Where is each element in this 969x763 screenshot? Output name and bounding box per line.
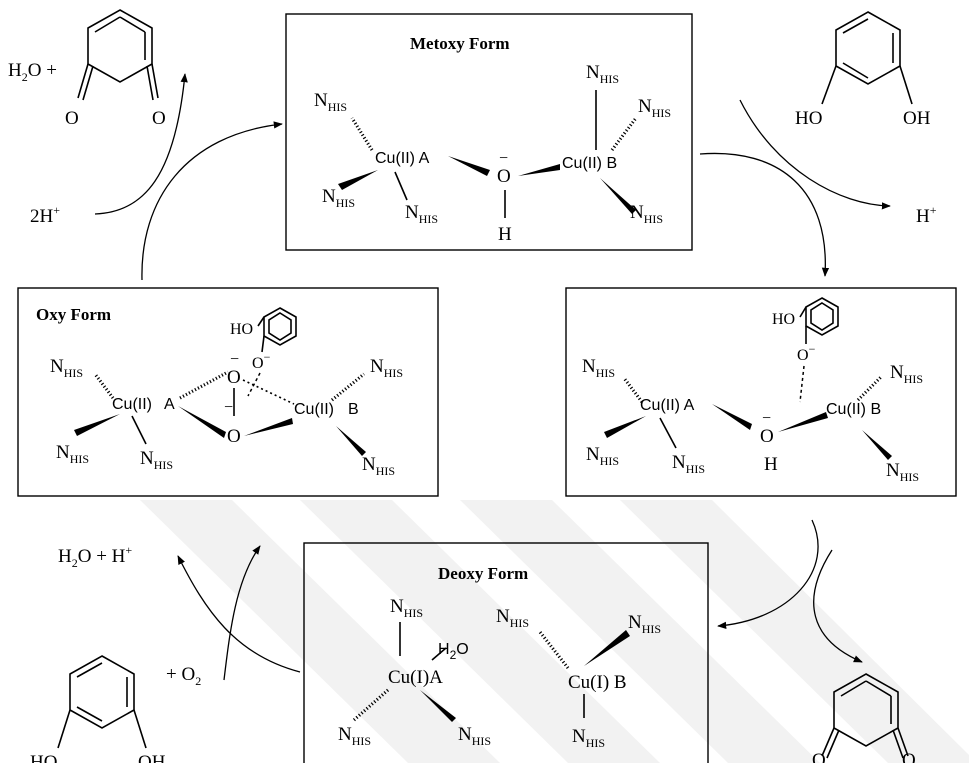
svg-text:NHIS: NHIS xyxy=(322,186,355,210)
svg-text:NHIS: NHIS xyxy=(582,356,615,380)
svg-text:NHIS: NHIS xyxy=(886,460,919,484)
arrow-metoxy-to-complex xyxy=(699,152,830,277)
quinone-product-top: H2O + O O xyxy=(8,9,166,129)
arrow-complex-to-deoxy xyxy=(717,519,819,629)
svg-text:Cu(II) B: Cu(II) B xyxy=(562,155,617,172)
svg-text:Cu(II): Cu(II) xyxy=(112,396,152,413)
arrow-release-quinone xyxy=(813,549,863,663)
svg-text:NHIS: NHIS xyxy=(390,596,423,620)
substrate-complex-box xyxy=(565,287,957,497)
catechol-substrate-top: HO OH xyxy=(795,11,931,129)
quinone-product-bottom: O O xyxy=(812,673,916,763)
svg-text:NHIS: NHIS xyxy=(628,612,661,636)
svg-text:NHIS: NHIS xyxy=(458,724,491,748)
svg-text:Cu(I) B: Cu(I) B xyxy=(568,672,627,693)
svg-text:O: O xyxy=(902,750,916,763)
svg-text:O: O xyxy=(812,750,826,763)
substrate-complex-structure: HO O− NHIS Cu(II) A NHIS NHIS O − H Cu(I… xyxy=(582,297,923,484)
svg-text:NHIS: NHIS xyxy=(890,362,923,386)
svg-text:−: − xyxy=(499,150,508,167)
svg-text:NHIS: NHIS xyxy=(56,442,89,466)
svg-text:H: H xyxy=(498,224,512,245)
svg-text:NHIS: NHIS xyxy=(572,726,605,750)
svg-text:Cu(II) A: Cu(II) A xyxy=(640,397,695,414)
svg-text:NHIS: NHIS xyxy=(405,202,438,226)
svg-text:A: A xyxy=(164,396,175,413)
proton-label: H+ xyxy=(916,203,937,227)
catechol-substrate-bottom: HO OH xyxy=(30,655,166,763)
water-proton-label: H2O + H+ xyxy=(58,543,132,570)
arrow-release-proton xyxy=(739,99,891,210)
svg-text:NHIS: NHIS xyxy=(586,62,619,86)
arrow-to-quinone xyxy=(94,73,188,215)
svg-text:O: O xyxy=(227,367,241,388)
svg-text:NHIS: NHIS xyxy=(140,448,173,472)
metoxy-form-title: Metoxy Form xyxy=(410,34,510,53)
metoxy-form-box xyxy=(285,13,693,251)
svg-text:HO: HO xyxy=(795,108,822,129)
oxygen-label: + O2 xyxy=(166,664,201,688)
svg-text:Cu(II) A: Cu(II) A xyxy=(375,150,430,167)
svg-text:NHIS: NHIS xyxy=(496,606,529,630)
svg-text:O: O xyxy=(497,166,511,187)
oxy-structure: HO O− NHIS Cu(II) A NHIS NHIS O − − O Cu… xyxy=(50,307,403,478)
svg-text:H: H xyxy=(764,454,778,475)
metoxy-structure: NHIS Cu(II) A NHIS NHIS O − H Cu(II) B N… xyxy=(314,62,671,245)
svg-text:OH: OH xyxy=(903,108,931,129)
svg-text:−: − xyxy=(230,351,239,368)
deoxy-structure: NHIS H2O Cu(I)A NHIS NHIS NHIS NHIS Cu(I… xyxy=(338,596,661,750)
svg-text:H2O +: H2O + xyxy=(8,60,57,84)
svg-text:HO: HO xyxy=(772,311,795,328)
svg-text:NHIS: NHIS xyxy=(362,454,395,478)
svg-text:NHIS: NHIS xyxy=(586,444,619,468)
svg-text:Cu(II): Cu(II) xyxy=(294,401,334,418)
oxy-form-box xyxy=(17,287,439,497)
svg-text:O: O xyxy=(227,426,241,447)
svg-text:OH: OH xyxy=(138,752,166,763)
svg-text:Cu(I)A: Cu(I)A xyxy=(388,667,443,688)
svg-text:−: − xyxy=(762,410,771,427)
svg-text:NHIS: NHIS xyxy=(672,452,705,476)
svg-text:O−: O− xyxy=(252,350,271,372)
svg-text:O−: O− xyxy=(797,342,816,364)
svg-text:O: O xyxy=(152,108,166,129)
svg-text:B: B xyxy=(348,401,359,418)
arrow-oxygen-uptake xyxy=(223,545,261,681)
oxy-form-title: Oxy Form xyxy=(36,305,111,324)
deoxy-form-title: Deoxy Form xyxy=(438,564,528,583)
arrow-deoxy-to-oxy-release xyxy=(177,555,301,673)
svg-text:NHIS: NHIS xyxy=(314,90,347,114)
svg-text:O: O xyxy=(760,426,774,447)
svg-text:NHIS: NHIS xyxy=(370,356,403,380)
svg-text:NHIS: NHIS xyxy=(630,202,663,226)
svg-text:NHIS: NHIS xyxy=(338,724,371,748)
svg-text:−: − xyxy=(224,399,233,416)
svg-text:Cu(II) B: Cu(II) B xyxy=(826,401,881,418)
arrow-oxy-to-metoxy xyxy=(141,121,283,281)
two-protons-label: 2H+ xyxy=(30,203,60,227)
svg-text:NHIS: NHIS xyxy=(50,356,83,380)
svg-text:NHIS: NHIS xyxy=(638,96,671,120)
deoxy-form-box xyxy=(303,542,709,763)
svg-text:O: O xyxy=(65,108,79,129)
svg-text:HO: HO xyxy=(230,321,253,338)
svg-text:HO: HO xyxy=(30,752,57,763)
